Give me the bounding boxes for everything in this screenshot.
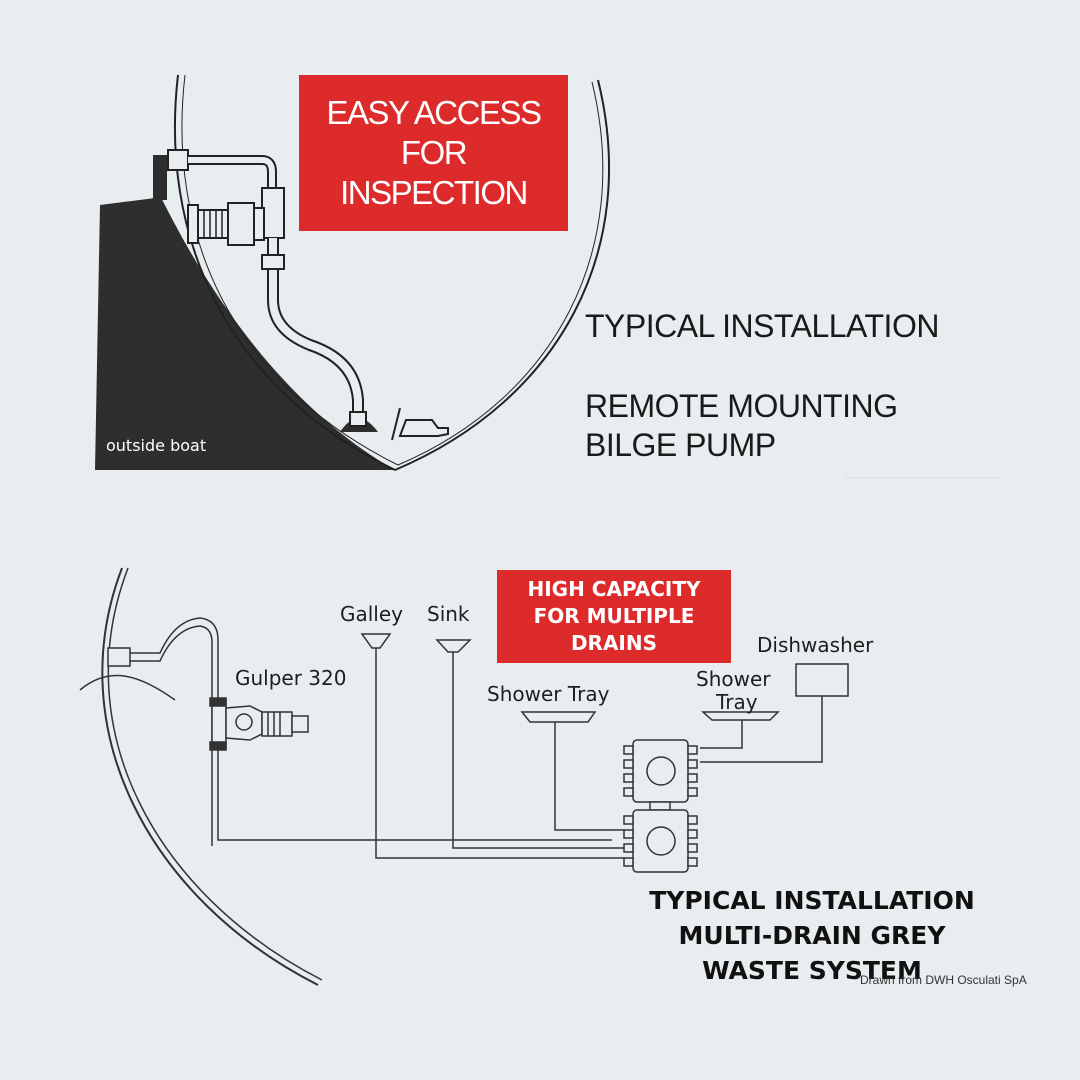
label-sink: Sink	[427, 602, 470, 626]
remote-pump	[187, 202, 265, 246]
shower-tray-2	[701, 711, 780, 721]
outside-hull-area	[95, 185, 395, 470]
hull-outline-lower	[101, 567, 319, 986]
shower-tray-1	[520, 711, 597, 723]
top-subheading-line2: BILGE PUMP	[585, 427, 776, 463]
discharge-hose-lower	[130, 617, 612, 841]
hull-outline-right-inner	[397, 81, 604, 466]
hull-outline-right	[394, 79, 611, 471]
top-subheading-line1: REMOTE MOUNTING	[585, 388, 898, 424]
sink-drain	[435, 639, 472, 653]
label-galley: Galley	[340, 602, 404, 626]
label-shower-tray-2-line1: Shower	[696, 667, 771, 691]
bilge-pump-diagram	[95, 74, 1000, 479]
discharge-hose	[188, 155, 277, 190]
label-shower-tray-1: Shower Tray	[487, 682, 610, 706]
high-capacity-callout-text: HIGH CAPACITY FOR MULTIPLE DRAINS	[527, 577, 701, 655]
gulper-pump	[209, 697, 309, 751]
hull-outline-left-inner	[181, 74, 399, 466]
grey-waste-diagram	[79, 567, 849, 986]
label-dishwasher: Dishwasher	[757, 633, 874, 657]
hull-outline-left	[174, 74, 396, 471]
label-gulper-320: Gulper 320	[235, 666, 347, 690]
float-switch	[398, 419, 449, 437]
through-hull-fitting	[153, 155, 167, 200]
easy-access-callout-text: EASY ACCESS FOR INSPECTION	[326, 94, 542, 211]
outside-boat-label: outside boat	[106, 436, 207, 455]
high-capacity-callout: HIGH CAPACITY FOR MULTIPLE DRAINS	[497, 570, 731, 663]
dishwasher-unit	[795, 663, 849, 697]
credit-line: Drawn from DWH Osculati SpA	[860, 973, 1027, 987]
bottom-heading: TYPICAL INSTALLATION MULTI-DRAIN GREY WA…	[649, 886, 975, 985]
manifold-upper	[623, 739, 698, 803]
easy-access-callout: EASY ACCESS FOR INSPECTION	[299, 75, 568, 231]
top-heading: TYPICAL INSTALLATION	[585, 308, 939, 344]
galley-drain	[360, 633, 392, 649]
manifold-lower	[623, 809, 698, 873]
label-shower-tray-2-line2: Tray	[716, 690, 758, 714]
t-fitting	[261, 187, 285, 239]
through-hull-fitting-lower	[107, 647, 131, 667]
